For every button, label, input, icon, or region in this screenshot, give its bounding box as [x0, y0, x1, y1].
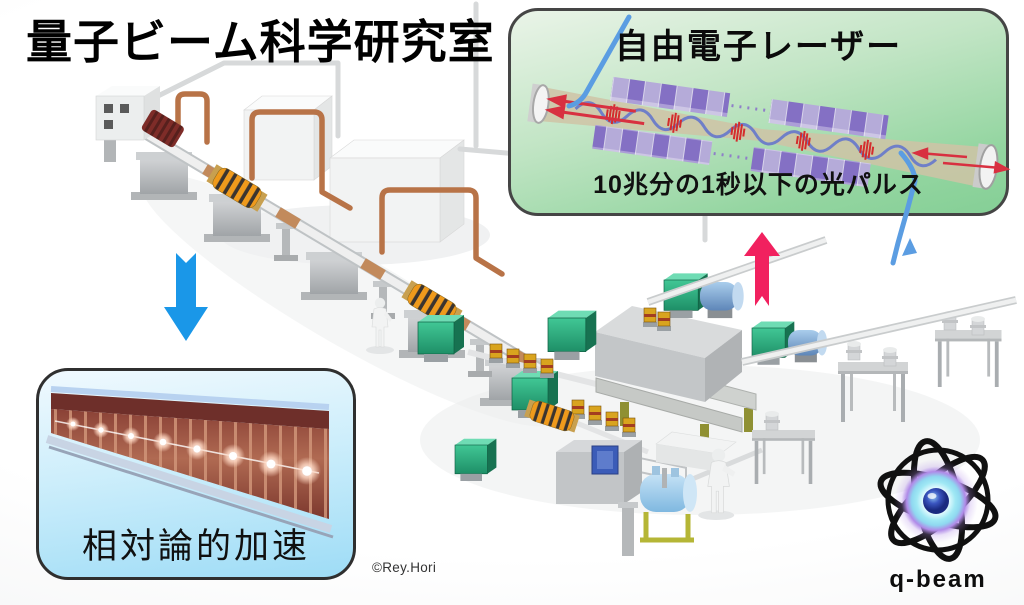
accelerator-panel: 相対論的加速	[36, 368, 356, 580]
up-arrow-icon	[744, 232, 780, 306]
fel-panel-title: 自由電子レーザー	[614, 28, 903, 66]
electron-bunches	[54, 417, 321, 485]
light-blue-tank	[640, 466, 697, 512]
beam-pipes-out	[646, 236, 1017, 366]
atom-orbits-icon	[877, 438, 999, 562]
logo-core	[923, 488, 949, 514]
shield-cabinet-small	[243, 95, 333, 181]
accelerating-structure-illustration	[45, 386, 334, 539]
bottom-cluster	[523, 397, 737, 556]
undulator-illustration	[527, 14, 1011, 266]
fel-panel-caption: 10兆分の1秒以下の光パルス	[593, 171, 924, 199]
qbeam-logo-label: q-beam	[889, 566, 987, 593]
olive-support-frame	[640, 512, 694, 543]
technician-figure	[698, 448, 736, 520]
up-arrow-shape	[744, 232, 780, 306]
accelerator-panel-caption: 相対論的加速	[81, 527, 310, 566]
copyright-credit: ©Rey.Hori	[372, 560, 437, 575]
shield-cabinets	[243, 95, 465, 243]
cavity-mirror-left	[527, 83, 550, 124]
copper-waveguides	[175, 91, 505, 277]
down-arrow-icon	[164, 253, 208, 341]
laser-output-arrow	[911, 147, 1011, 174]
electron-gun	[95, 86, 184, 162]
optical-cavity	[527, 76, 999, 190]
page-title: 量子ビーム科学研究室	[26, 16, 495, 68]
technician-figure	[366, 297, 394, 354]
undulator-magnet-rows	[592, 76, 889, 188]
gun-ceramic	[141, 109, 184, 148]
white-box-machine	[655, 431, 737, 488]
fel-panel: 自由電子レーザー 10兆分の1秒以下の光パルス	[508, 8, 1011, 266]
light-pulse-bursts	[605, 104, 875, 160]
laser-arrows-left	[544, 94, 645, 126]
electron-beam-line	[566, 14, 918, 266]
down-arrow-shape	[164, 253, 208, 341]
qbeam-logo: q-beam	[862, 434, 1014, 594]
shield-cabinet-large	[329, 139, 465, 243]
